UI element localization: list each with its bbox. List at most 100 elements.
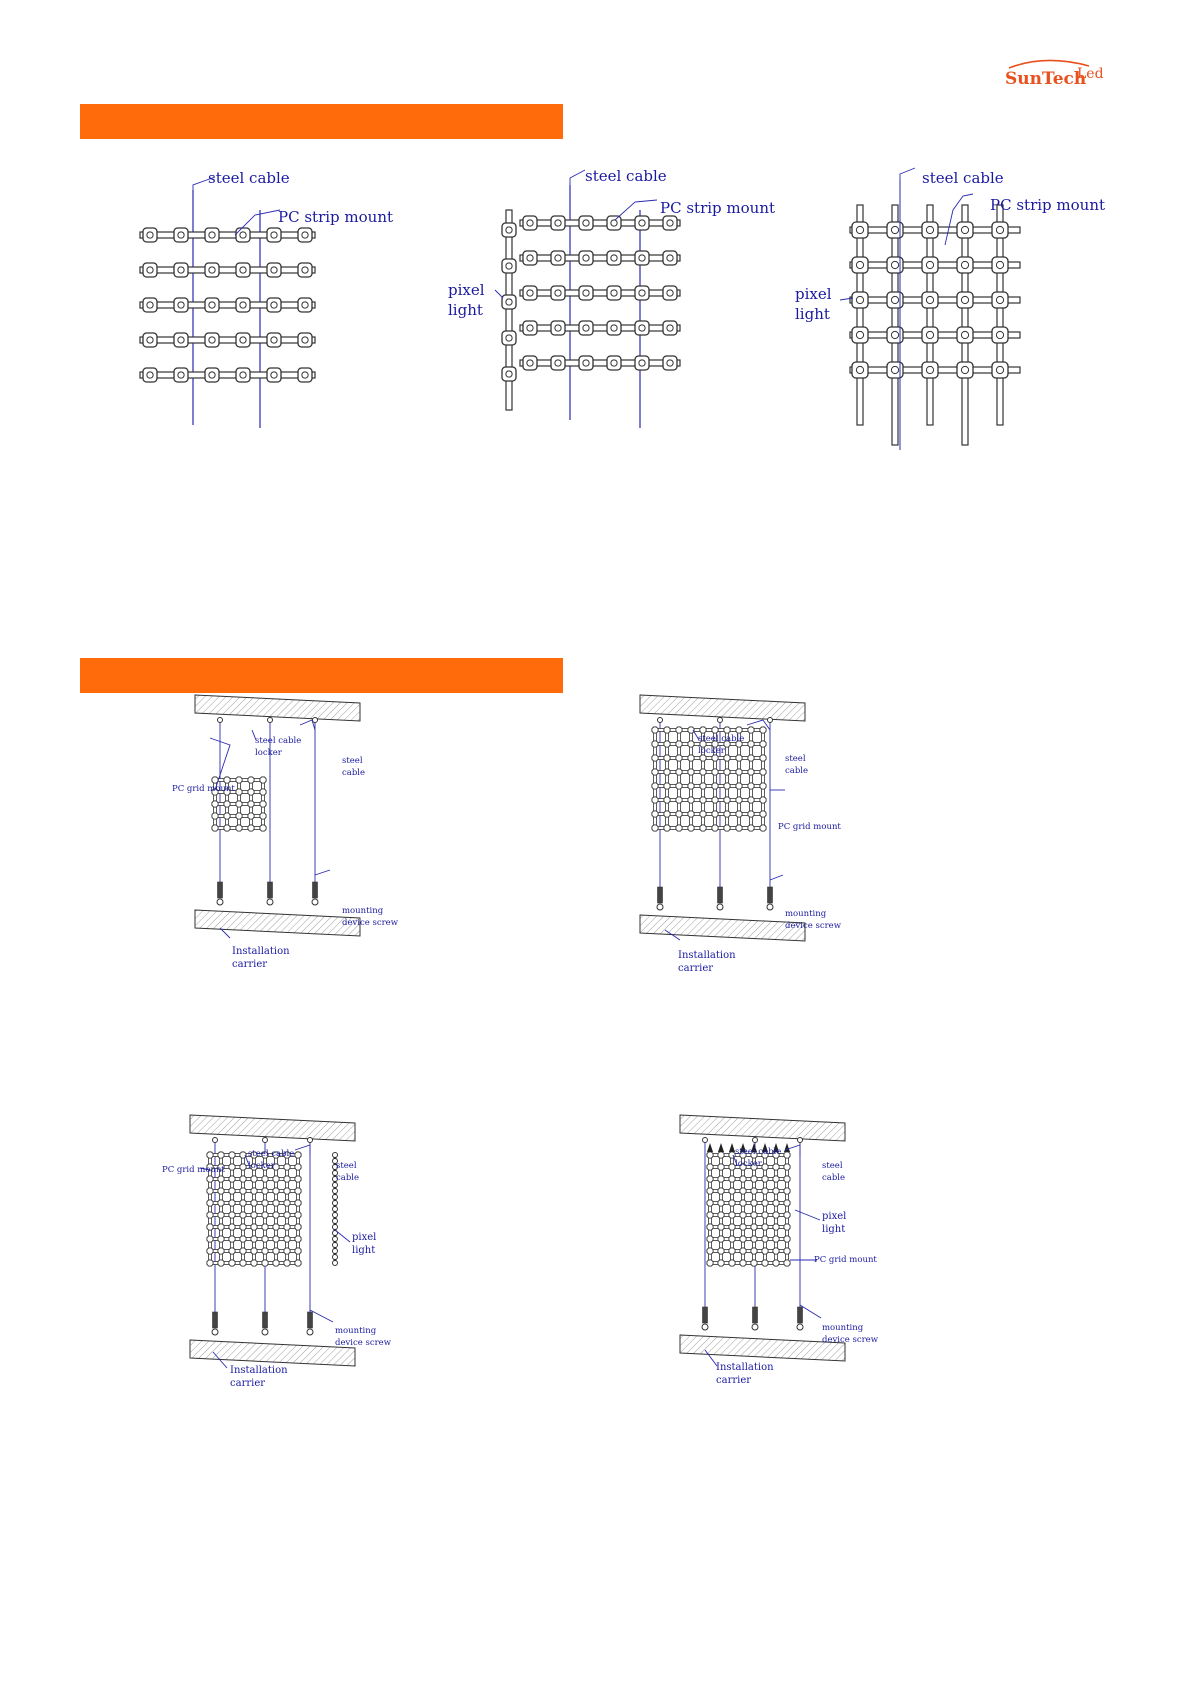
grid-node: [247, 824, 255, 832]
pixel-node-core: [960, 330, 970, 340]
pixel-node-core: [239, 266, 247, 274]
grid-node: [261, 1223, 269, 1231]
grid-node: [739, 1187, 747, 1195]
pixel-node: [522, 250, 538, 266]
grid-node: [772, 1247, 780, 1255]
pixel-node: [634, 285, 650, 301]
grid-node: [687, 824, 695, 832]
pixel-node: [956, 256, 974, 274]
cable-locker: [767, 717, 773, 723]
label-steel: steel: [342, 756, 363, 766]
grid-node: [217, 1235, 225, 1243]
pixel-node-core: [146, 266, 154, 274]
pixel-node-core: [960, 365, 970, 375]
grid-node: [261, 1199, 269, 1207]
grid-node: [739, 1163, 747, 1171]
pixel-node-core: [610, 359, 618, 367]
grid-node: [735, 824, 743, 832]
cable-locker: [717, 717, 723, 723]
screw-eye: [306, 1328, 314, 1336]
pixel-node: [550, 250, 566, 266]
strip-bar: [519, 254, 681, 262]
grid-node: [228, 1151, 236, 1159]
grid-node: [663, 782, 671, 790]
grid-node: [717, 1259, 725, 1267]
grid-node: [239, 1187, 247, 1195]
mounting-screw: [752, 1306, 758, 1324]
grid-node: [217, 1163, 225, 1171]
pixel-node: [886, 256, 904, 274]
grid-node: [250, 1211, 258, 1219]
leader-line: [314, 869, 331, 876]
grid-node: [283, 1187, 291, 1195]
grid-node: [235, 824, 243, 832]
pixel-node-core: [239, 301, 247, 309]
label-steel: steel: [336, 1161, 357, 1171]
leader-line: [614, 199, 658, 221]
grid-node: [211, 800, 219, 808]
screw-eye: [216, 898, 224, 906]
label-light: light: [822, 1224, 846, 1235]
grid-node: [675, 740, 683, 748]
pixel-node-core: [925, 365, 935, 375]
pixel-node-core: [855, 225, 865, 235]
label-light: light: [795, 305, 830, 323]
label-locker: locker: [248, 1161, 275, 1171]
pixel-node-core: [301, 301, 309, 309]
grid-node: [272, 1151, 280, 1159]
grid-node: [228, 1211, 236, 1219]
pixel-node-core: [208, 266, 216, 274]
label-pixel: pixel: [352, 1232, 377, 1243]
label-steel-cable-locker: steel cable: [698, 734, 745, 744]
pixel-node: [662, 285, 678, 301]
strip-bar: [139, 371, 316, 379]
pixel-node: [332, 1200, 338, 1206]
pixel-node-core: [638, 324, 646, 332]
grid-node: [717, 1247, 725, 1255]
pixel-light-tip: [740, 1143, 746, 1152]
section-header-bar-2: [80, 658, 563, 693]
cable-locker: [262, 1137, 268, 1143]
pixel-node-core: [890, 295, 900, 305]
pixel-node-core: [526, 324, 534, 332]
grid-node: [747, 754, 755, 762]
pixel-node-core: [270, 371, 278, 379]
leader-line: [732, 1154, 738, 1166]
pixel-node: [297, 227, 313, 243]
installation-carrier: [679, 1334, 846, 1362]
pixel-node: [662, 215, 678, 231]
grid-node: [259, 788, 267, 796]
grid-node: [687, 726, 695, 734]
leader-line: [299, 719, 316, 731]
cable-locker: [217, 717, 223, 723]
pixel-node: [522, 355, 538, 371]
grid-node: [294, 1163, 302, 1171]
grid-node: [723, 810, 731, 818]
top-beam: [189, 1114, 356, 1142]
grid-node: [294, 1187, 302, 1195]
grid-node: [663, 740, 671, 748]
grid-node: [699, 810, 707, 818]
pixel-node-core: [270, 301, 278, 309]
pixel-node: [578, 285, 594, 301]
pixel-node: [235, 297, 251, 313]
pixel-node-core: [925, 295, 935, 305]
grid-node: [711, 768, 719, 776]
grid-node: [728, 1211, 736, 1219]
grid-node: [272, 1235, 280, 1243]
grid-node: [772, 1235, 780, 1243]
screw-eye: [266, 898, 274, 906]
grid-node: [761, 1199, 769, 1207]
grid-node: [235, 776, 243, 784]
pixel-node: [266, 227, 282, 243]
label-pc-grid-mount: PC grid mount: [778, 822, 841, 832]
label-carrier: carrier: [230, 1378, 266, 1389]
grid-node: [272, 1163, 280, 1171]
grid-node: [217, 1247, 225, 1255]
leader-line: [794, 1209, 821, 1221]
pixel-node: [235, 227, 251, 243]
pixel-node-core: [239, 336, 247, 344]
grid-node: [206, 1235, 214, 1243]
pixel-node-core: [855, 295, 865, 305]
grid-node: [772, 1199, 780, 1207]
